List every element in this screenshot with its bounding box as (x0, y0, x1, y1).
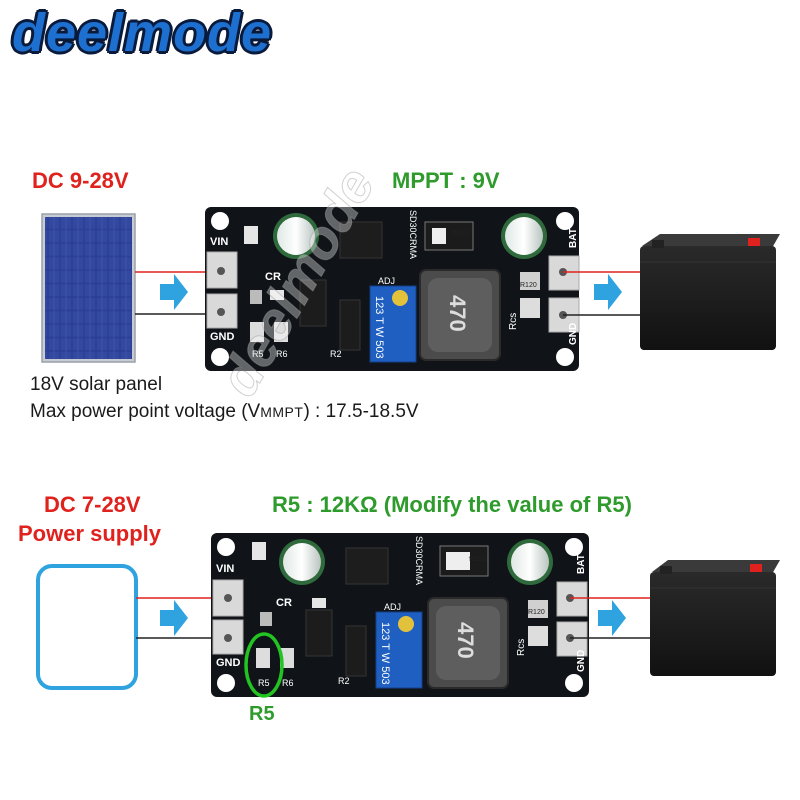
power-supply-label: Power supply (18, 521, 162, 546)
top-chip-text: SD30CRMA (408, 210, 418, 259)
top-cr-text: CR (265, 271, 281, 283)
r5-highlight-circle (244, 632, 284, 698)
caption-subscript: MMPT (260, 404, 304, 420)
bottom-diode-text: SS54 (469, 554, 486, 561)
top-inductor-text: 470 (445, 295, 470, 332)
bottom-gnd-text: GND (216, 657, 241, 669)
bottom-input-arrow (160, 600, 188, 636)
bottom-r2-text: R2 (338, 676, 350, 686)
bottom-cr-text: CR (276, 597, 292, 609)
power-supply-outline (36, 564, 138, 690)
mppt-voltage-caption: Max power point voltage (VMMPT) : 17.5-1… (30, 401, 419, 423)
r5-value-label: R5 : 12KΩ (Modify the value of R5) (272, 492, 632, 517)
solar-panel (41, 213, 136, 363)
top-input-arrow (160, 274, 188, 310)
top-gnd-out-text: GND (568, 323, 579, 345)
top-input-label: DC 9-28V (32, 168, 129, 193)
caption-prefix: Max power point voltage (V (30, 401, 261, 422)
bottom-pcb: VIN GND CR ADJ R5 R6 R2 R120 Rcs BAT GND… (211, 533, 589, 697)
bottom-pot-text: 123 T W 503 (379, 622, 391, 685)
caption-suffix: ) : 17.5-18.5V (303, 401, 419, 422)
bottom-output-arrow (598, 600, 626, 636)
r5-callout-label: R5 (249, 703, 275, 725)
top-gnd-text: GND (210, 331, 235, 343)
bottom-chip-text: SD30CRMA (414, 536, 424, 585)
top-pcb: VIN GND CR ADJ R5 R6 R2 R120 Rcs BAT GND… (205, 207, 580, 371)
bottom-r6-text: R6 (282, 678, 294, 688)
mppt-label: MPPT : 9V (392, 168, 500, 193)
solar-panel-caption: 18V solar panel (30, 374, 163, 395)
bottom-adj-text: ADJ (384, 602, 401, 612)
top-bat-text: BAT (568, 228, 579, 248)
top-pot-text: 123 T W 503 (373, 296, 385, 359)
top-vin-text: VIN (210, 236, 228, 248)
top-battery (640, 234, 780, 350)
bottom-battery (650, 560, 780, 676)
bottom-rcs-text: Rcs (516, 639, 527, 656)
top-output-arrow (594, 274, 622, 310)
bottom-input-label: DC 7-28V (44, 492, 141, 517)
bottom-gnd-out-text: GND (576, 650, 587, 672)
brand-logo: deelmode (12, 3, 273, 63)
bottom-r5-text: R5 (258, 678, 270, 688)
top-diode-text: SS54 (453, 228, 470, 235)
bottom-vin-text: VIN (216, 563, 234, 575)
top-r2-text: R2 (330, 349, 342, 359)
bottom-bat-text: BAT (576, 554, 587, 574)
top-r6-text: R6 (276, 349, 288, 359)
top-r120-text: R120 (520, 282, 537, 289)
bottom-r120-text: R120 (528, 609, 545, 616)
bottom-inductor-text: 470 (453, 622, 478, 659)
top-rcs-text: Rcs (508, 313, 519, 330)
top-r5-text: R5 (252, 349, 264, 359)
top-adj-text: ADJ (378, 276, 395, 286)
